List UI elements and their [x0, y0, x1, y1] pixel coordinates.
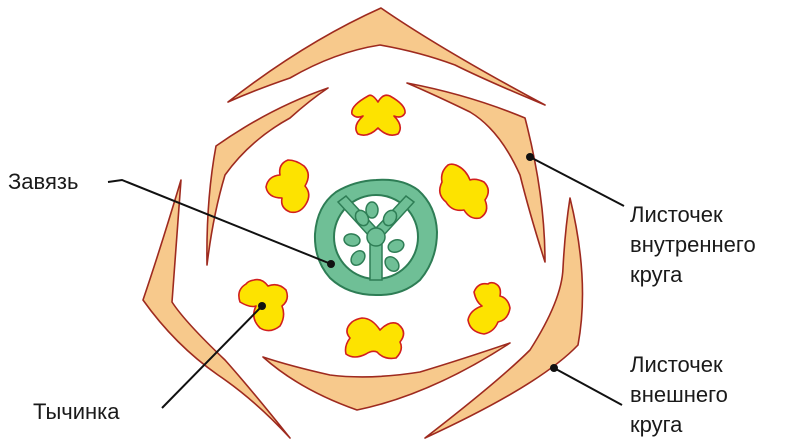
leader-inner-tepal: [530, 157, 624, 206]
stamen-bottom: [346, 318, 404, 358]
stamen-lower-right: [468, 283, 510, 334]
label-ovary: Завязь: [8, 169, 78, 194]
label-outer-tepal-line2: внешнего: [630, 382, 728, 407]
leader-stamen-dot: [258, 302, 266, 310]
ovule: [366, 202, 378, 218]
stamen-upper-right: [440, 164, 489, 218]
stamen-upper-left: [266, 160, 309, 212]
leader-outer-tepal-dot: [550, 364, 558, 372]
stamen-top: [352, 95, 405, 135]
outer-tepal-top: [228, 8, 545, 105]
ovary: [315, 180, 437, 295]
ovary-center: [367, 228, 385, 246]
label-outer-tepal-line1: Листочек: [630, 352, 723, 377]
label-outer-tepal-line3: круга: [630, 412, 683, 437]
label-inner-tepal-line3: круга: [630, 262, 683, 287]
label-inner-tepal-line1: Листочек: [630, 202, 723, 227]
leader-outer-tepal: [554, 368, 622, 405]
leader-inner-tepal-dot: [526, 153, 534, 161]
label-inner-tepal-line2: внутреннего: [630, 232, 756, 257]
label-stamen: Тычинка: [33, 399, 120, 424]
leader-ovary-dot: [327, 260, 335, 268]
